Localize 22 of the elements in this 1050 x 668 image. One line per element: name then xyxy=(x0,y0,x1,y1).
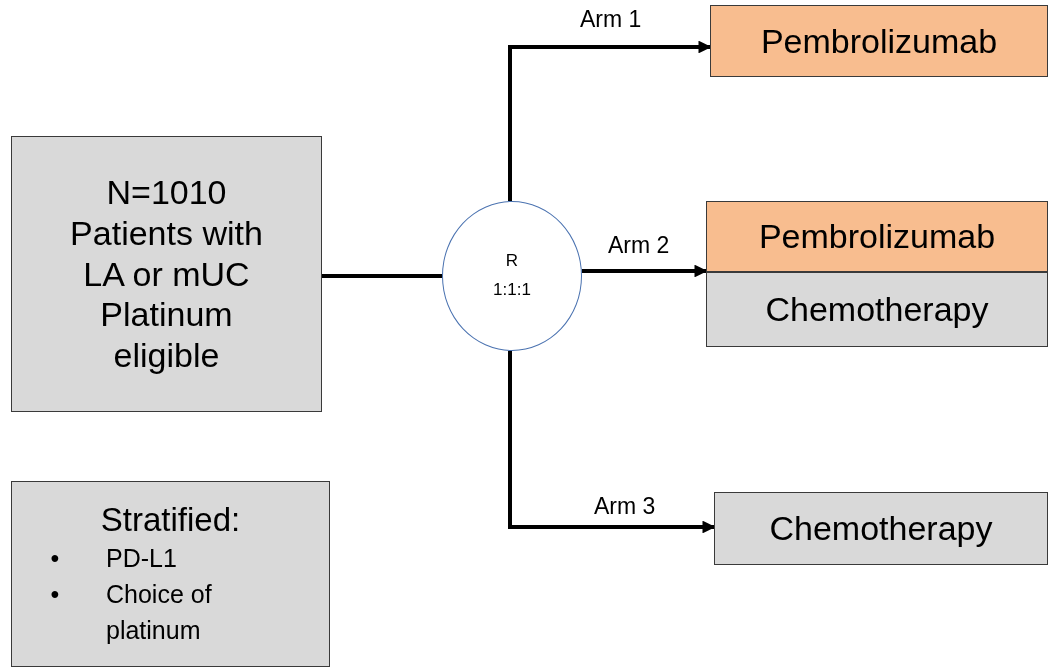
arrow xyxy=(508,350,716,534)
bullet-item: Choice of platinum xyxy=(106,578,213,647)
box-label: 1:1:1 xyxy=(493,279,531,301)
bullet-mark: • xyxy=(49,542,61,574)
box-label: Chemotherapy xyxy=(769,508,993,549)
arrow xyxy=(581,264,708,278)
heading-text: Stratified: xyxy=(100,500,241,540)
treatment-box xyxy=(706,201,1048,272)
box-label: R xyxy=(505,250,519,273)
treatment-box xyxy=(706,272,1048,347)
study-population-box xyxy=(11,136,322,412)
treatment-box xyxy=(714,492,1048,565)
arrow xyxy=(508,40,712,202)
box-label: N=1010 Patients with LA or mUC Platinum eligible xyxy=(69,172,264,376)
stratification-box xyxy=(11,481,330,667)
box-label: Pembrolizumab xyxy=(758,216,996,257)
connector-line xyxy=(322,274,442,278)
box-label: Pembrolizumab xyxy=(760,20,998,62)
bullet-item: PD-L1 xyxy=(106,542,178,574)
bullet-mark: • xyxy=(49,578,61,610)
treatment-box xyxy=(710,5,1048,77)
box-label: Chemotherapy xyxy=(765,289,989,330)
